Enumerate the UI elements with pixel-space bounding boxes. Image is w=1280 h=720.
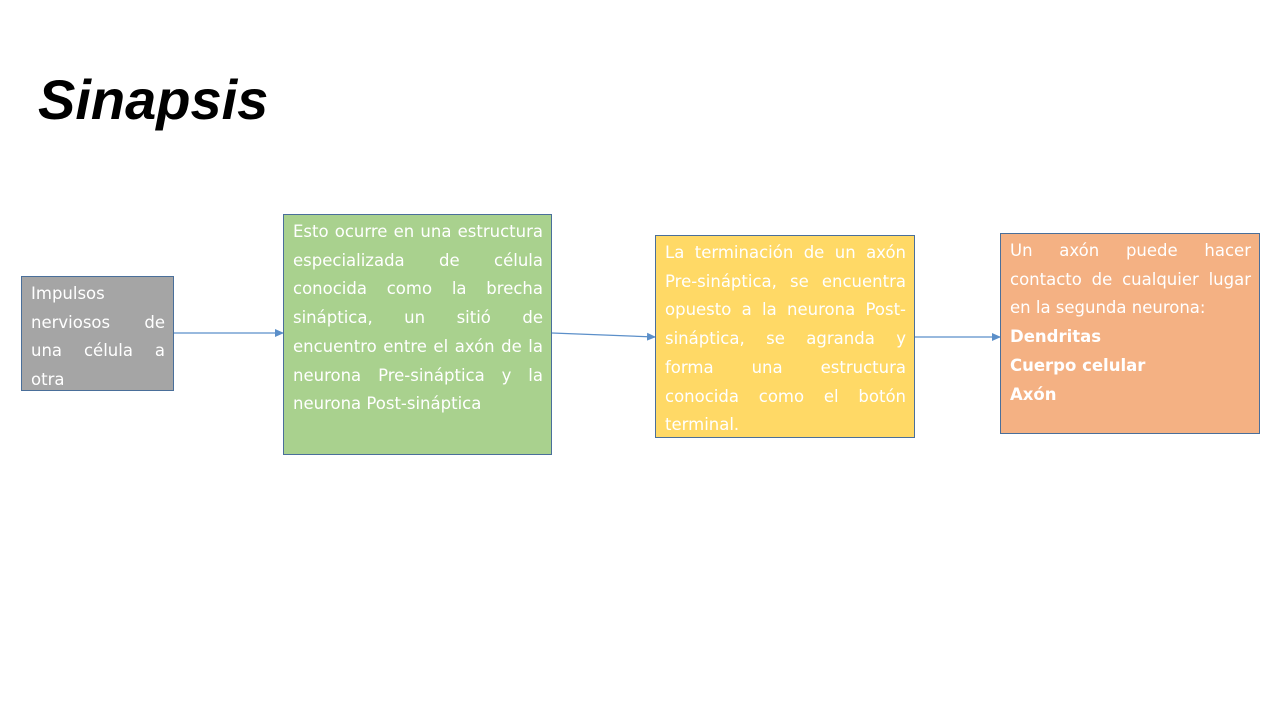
contact-item-axon: Axón	[1010, 384, 1057, 404]
arrow-2-to-3	[551, 332, 656, 341]
box-brecha-sinaptica-text: Esto ocurre en una estructura especializ…	[293, 222, 543, 414]
box-impulsos-text: Impulsos nerviosos de una célula a otra	[31, 284, 165, 390]
box-boton-terminal-text: La terminación de un axón Pre-sináptica,…	[665, 243, 906, 435]
box-contacto: Un axón puede hacer contacto de cualquie…	[1000, 233, 1260, 434]
box-impulsos: Impulsos nerviosos de una célula a otra	[21, 276, 174, 391]
box-contacto-text: Un axón puede hacer contacto de cualquie…	[1010, 241, 1251, 318]
box-brecha-sinaptica: Esto ocurre en una estructura especializ…	[283, 214, 552, 455]
contact-item-cuerpo-celular: Cuerpo celular	[1010, 355, 1146, 375]
page-title: Sinapsis	[38, 68, 269, 131]
box-boton-terminal: La terminación de un axón Pre-sináptica,…	[655, 235, 915, 438]
contact-item-dendritas: Dendritas	[1010, 327, 1102, 347]
